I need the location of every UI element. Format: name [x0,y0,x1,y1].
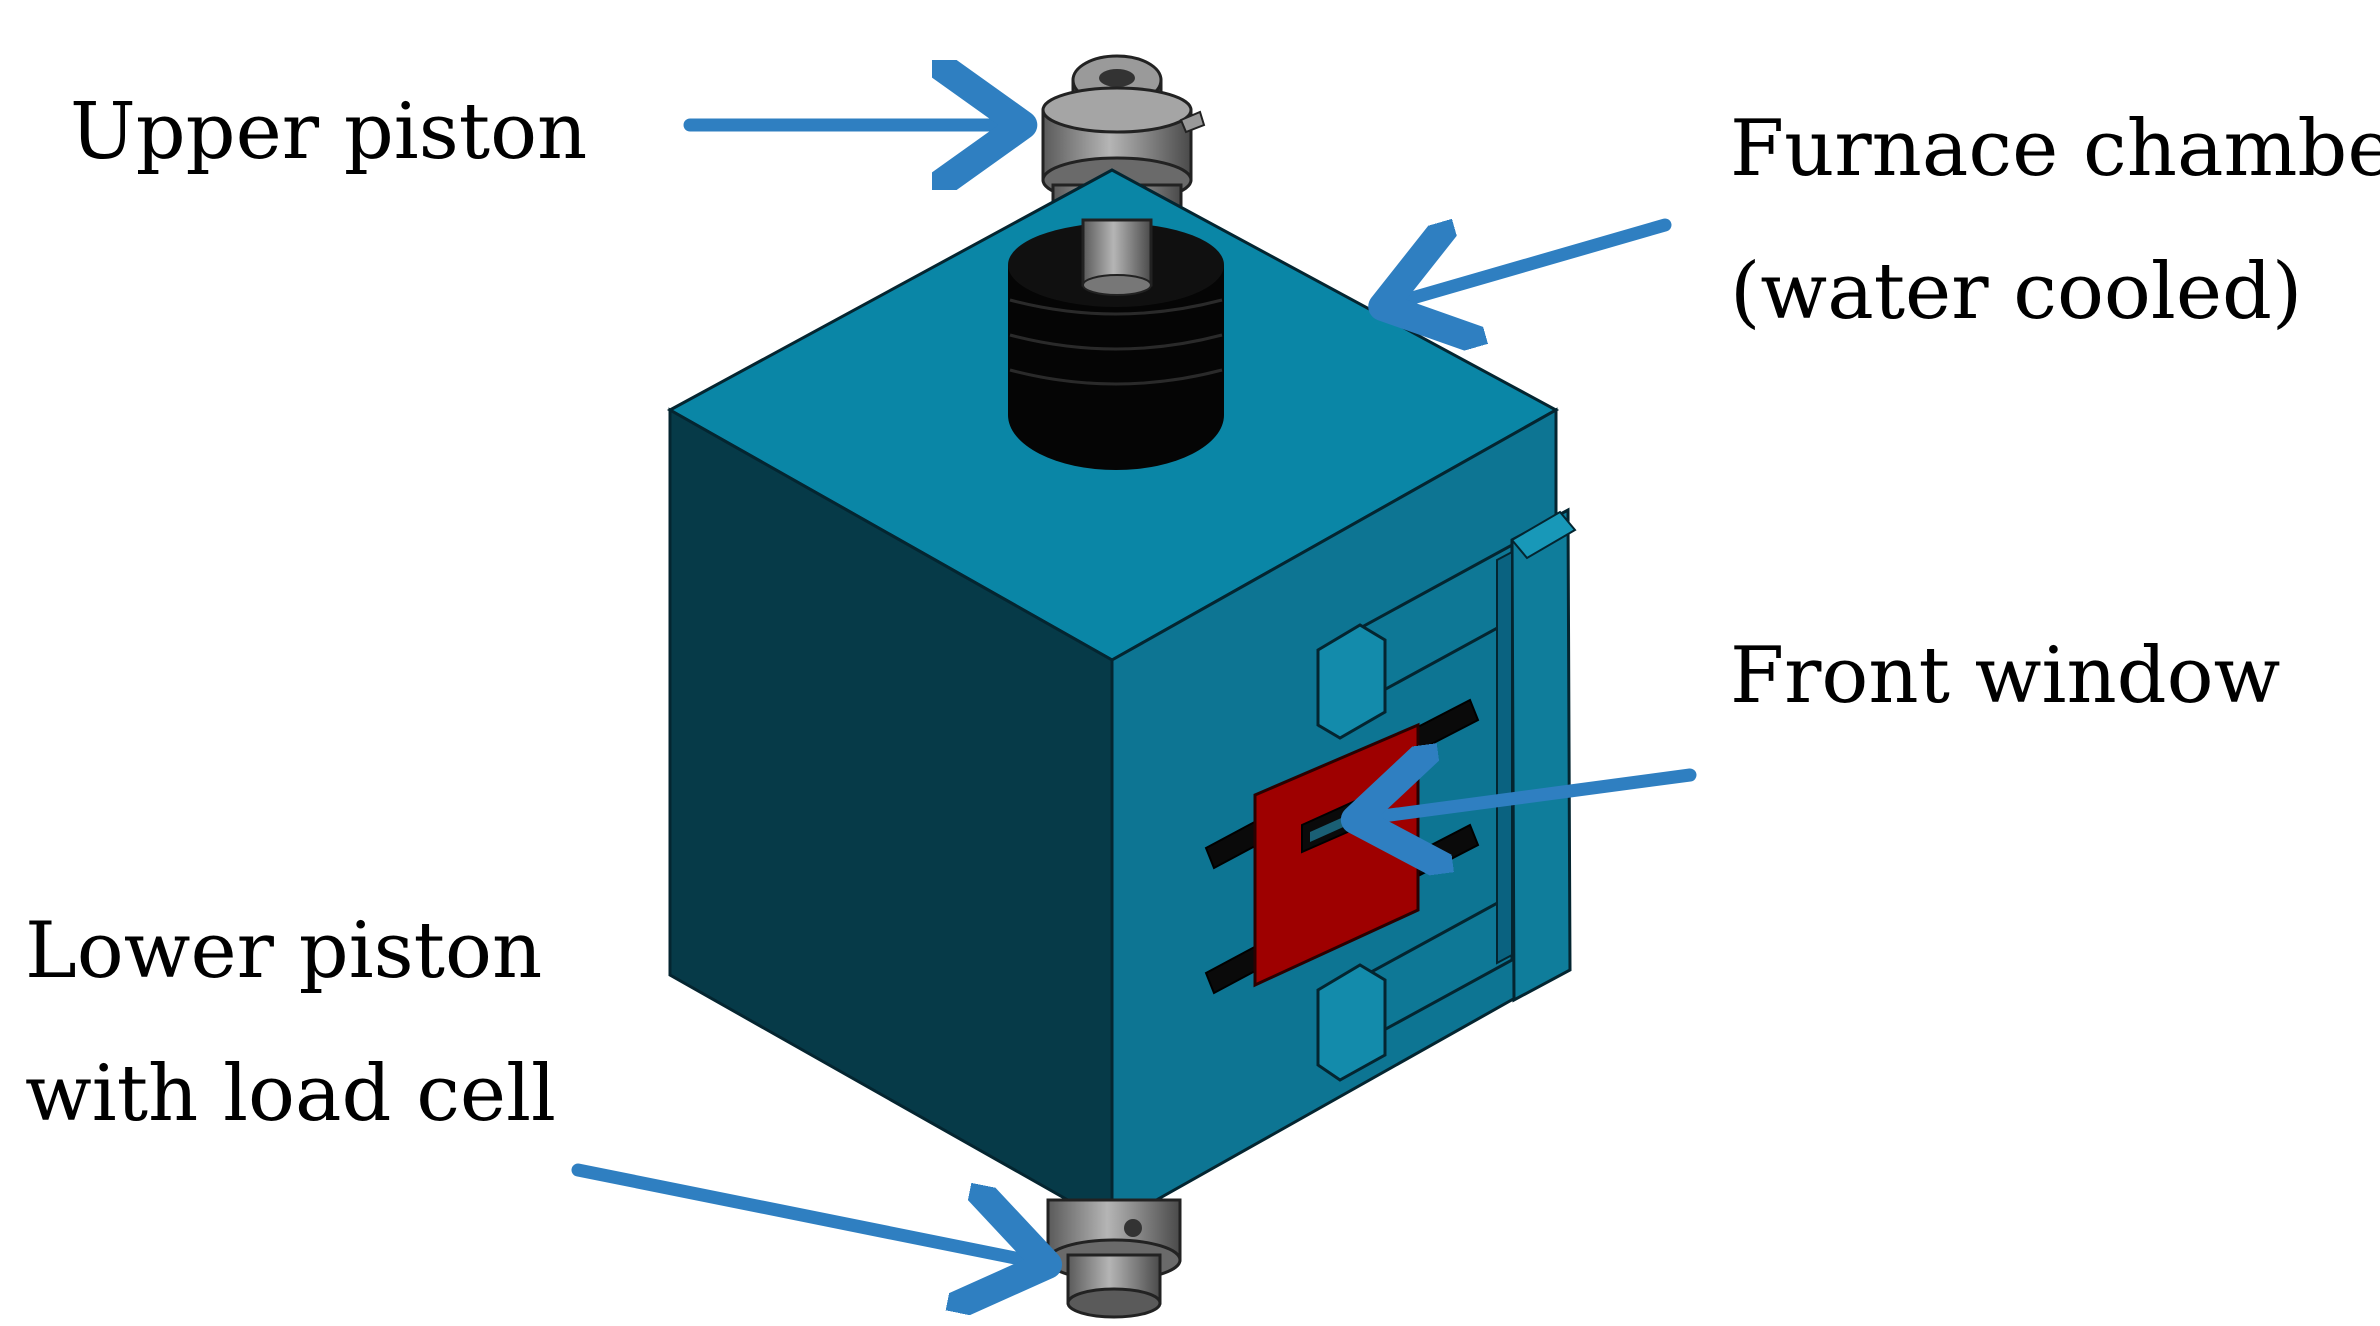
lower-piston [1046,1198,1182,1319]
label-upper-piston: Upper piston [70,87,587,177]
door-frame [1316,507,1577,1082]
labels: Upper piston Furnace chamber (water cool… [25,87,2380,1139]
arrow-furnace-chamber [1395,218,1672,303]
bellows [1008,223,1224,470]
label-lower-piston-line2: with load cell [25,1049,556,1139]
furnace-chamber [666,168,1577,1228]
arrow-lower-piston [571,1163,1035,1262]
label-furnace-chamber-line1: Furnace chamber [1730,104,2380,194]
label-lower-piston-line1: Lower piston [25,906,542,996]
label-furnace-chamber-line2: (water cooled) [1730,247,2302,337]
arrows [571,125,1697,1262]
label-front-window: Front window [1730,631,2280,721]
arrow-front-window [1368,775,1697,818]
